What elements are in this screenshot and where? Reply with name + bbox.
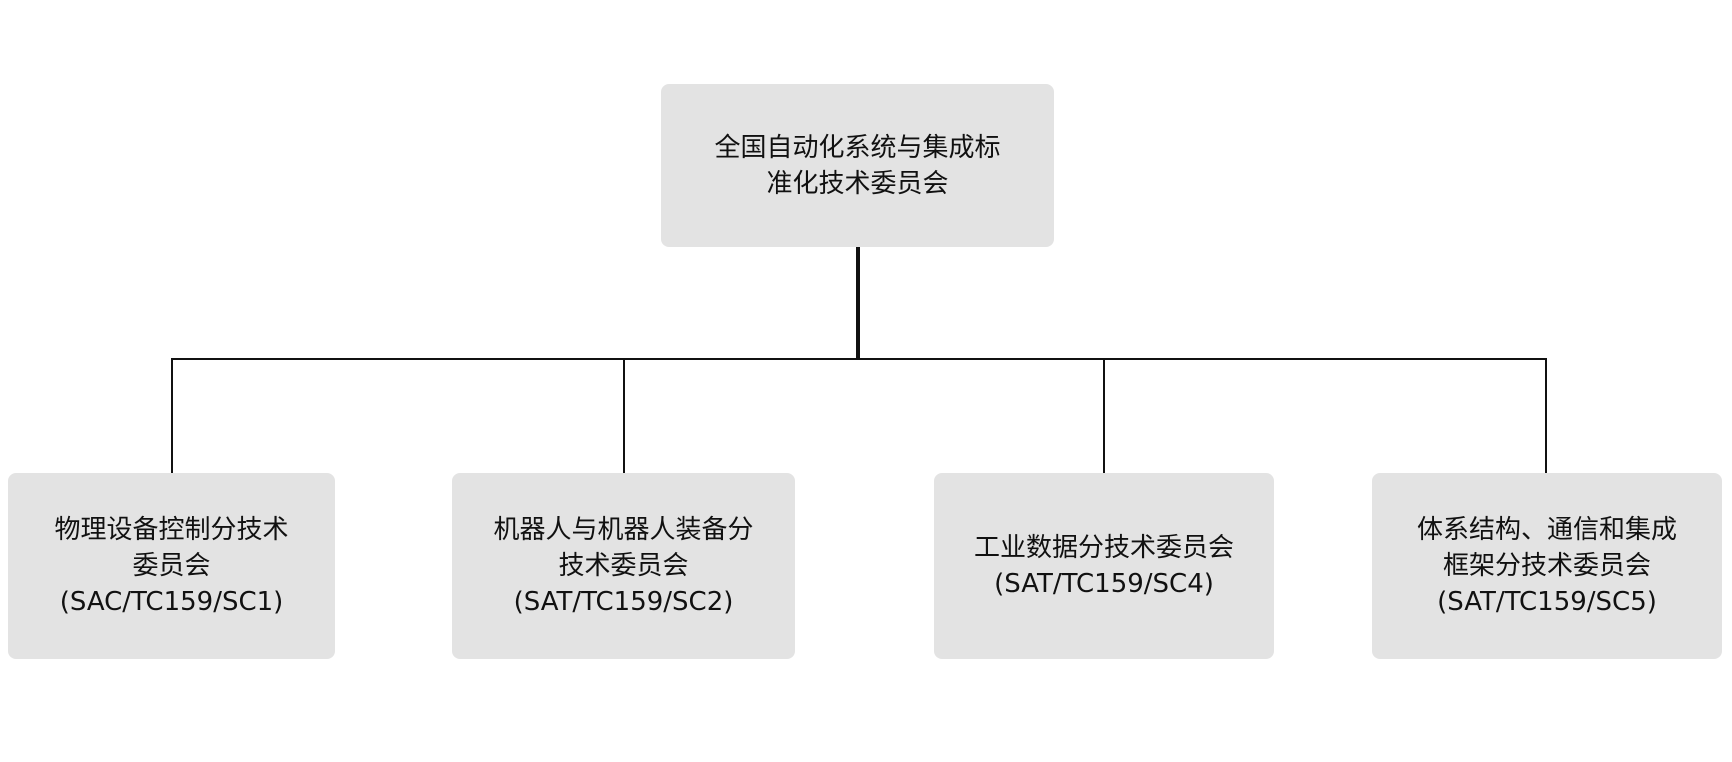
subcommittee-name-line2: 技术委员会: [558, 551, 689, 581]
root-committee-name-line1: 全国自动化系统与集成标: [714, 132, 1001, 163]
subcommittee-box-sc1: 物理设备控制分技术 委员会 (SAC/TC159/SC1): [8, 473, 335, 659]
root-committee-name-line2: 准化技术委员会: [766, 168, 949, 199]
subcommittee-name-line2: 委员会: [132, 551, 211, 581]
subcommittee-code: (SAT/TC159/SC2): [513, 587, 734, 617]
subcommittee-name-line1: 体系结构、通信和集成: [1416, 515, 1677, 545]
subcommittee-box-sc5: 体系结构、通信和集成 框架分技术委员会 (SAT/TC159/SC5): [1372, 473, 1722, 659]
subcommittee-code: (SAC/TC159/SC1): [59, 587, 284, 617]
subcommittee-name-line2: 框架分技术委员会: [1442, 551, 1651, 581]
subcommittee-box-sc4: 工业数据分技术委员会 (SAT/TC159/SC4): [934, 473, 1274, 659]
subcommittee-code: (SAT/TC159/SC4): [994, 569, 1214, 599]
root-committee-box: 全国自动化系统与集成标 准化技术委员会: [661, 84, 1054, 247]
subcommittee-box-sc2: 机器人与机器人装备分 技术委员会 (SAT/TC159/SC2): [452, 473, 795, 659]
subcommittee-name-line1: 物理设备控制分技术: [54, 515, 289, 545]
subcommittee-code: (SAT/TC159/SC5): [1437, 587, 1657, 617]
subcommittee-name-line1: 机器人与机器人装备分: [493, 515, 754, 545]
subcommittee-name-line1: 工业数据分技术委员会: [973, 533, 1234, 563]
